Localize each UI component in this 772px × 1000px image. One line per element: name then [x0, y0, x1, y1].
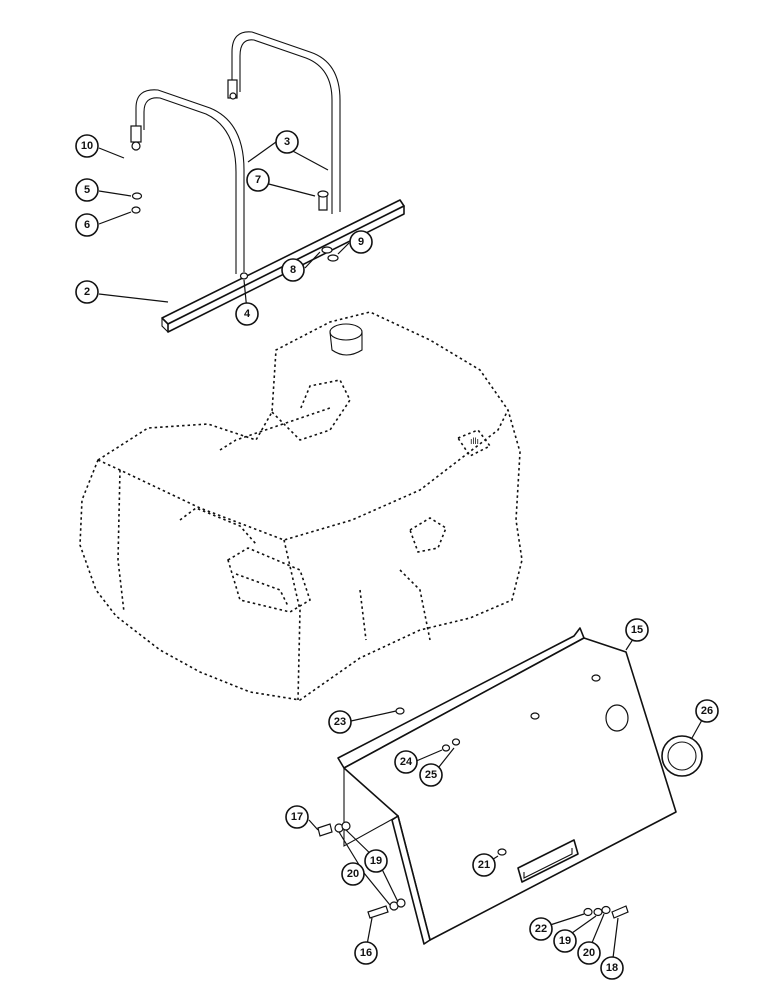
svg-text:18: 18: [606, 962, 618, 974]
callout-9: 9: [349, 230, 373, 254]
fuel-tank-phantom: ıllı: [79, 311, 523, 701]
callout-4: 4: [235, 302, 259, 326]
svg-text:6: 6: [84, 219, 90, 231]
callout-21: 21: [472, 853, 496, 877]
svg-text:7: 7: [255, 174, 261, 186]
callout-3: 3: [275, 130, 299, 154]
callout-26: 26: [695, 699, 719, 723]
callout-7: 7: [246, 168, 270, 192]
svg-text:10: 10: [81, 140, 93, 152]
svg-text:16: 16: [360, 947, 372, 959]
callout-19-left: 19: [364, 849, 388, 873]
svg-text:ıllı: ıllı: [470, 436, 479, 446]
svg-text:26: 26: [701, 705, 713, 717]
callout-5: 5: [75, 178, 99, 202]
callout-17: 17: [285, 805, 309, 829]
svg-text:2: 2: [84, 286, 90, 298]
svg-text:25: 25: [425, 769, 437, 781]
plug-26-part: [661, 735, 703, 777]
callout-8: 8: [281, 258, 305, 282]
svg-text:17: 17: [291, 811, 303, 823]
svg-text:4: 4: [244, 308, 251, 320]
svg-text:24: 24: [400, 756, 413, 768]
svg-text:21: 21: [478, 859, 490, 871]
mounting-straps: [130, 31, 341, 274]
svg-text:23: 23: [334, 716, 346, 728]
svg-text:15: 15: [631, 624, 643, 636]
svg-text:8: 8: [290, 264, 296, 276]
callout-2: 2: [75, 280, 99, 304]
callout-24: 24: [394, 750, 418, 774]
callout-25: 25: [419, 763, 443, 787]
callout-22: 22: [529, 917, 553, 941]
svg-text:22: 22: [535, 923, 547, 935]
callout-16: 16: [354, 941, 378, 965]
svg-text:19: 19: [370, 855, 382, 867]
svg-text:5: 5: [84, 184, 90, 196]
shield-hardware: [317, 707, 629, 919]
svg-text:9: 9: [358, 236, 364, 248]
bracket-hardware: [131, 190, 339, 280]
svg-text:20: 20: [583, 947, 595, 959]
callout-20-left: 20: [341, 862, 365, 886]
callout-23: 23: [328, 710, 352, 734]
shield-panel: [337, 627, 677, 945]
callout-15: 15: [625, 618, 649, 642]
callout-6: 6: [75, 213, 99, 237]
svg-text:3: 3: [284, 136, 290, 148]
callout-20-right: 20: [577, 941, 601, 965]
callout-19-right: 19: [553, 929, 577, 953]
svg-text:20: 20: [347, 868, 359, 880]
svg-text:19: 19: [559, 935, 571, 947]
callout-18: 18: [600, 956, 624, 980]
callout-10: 10: [75, 134, 99, 158]
